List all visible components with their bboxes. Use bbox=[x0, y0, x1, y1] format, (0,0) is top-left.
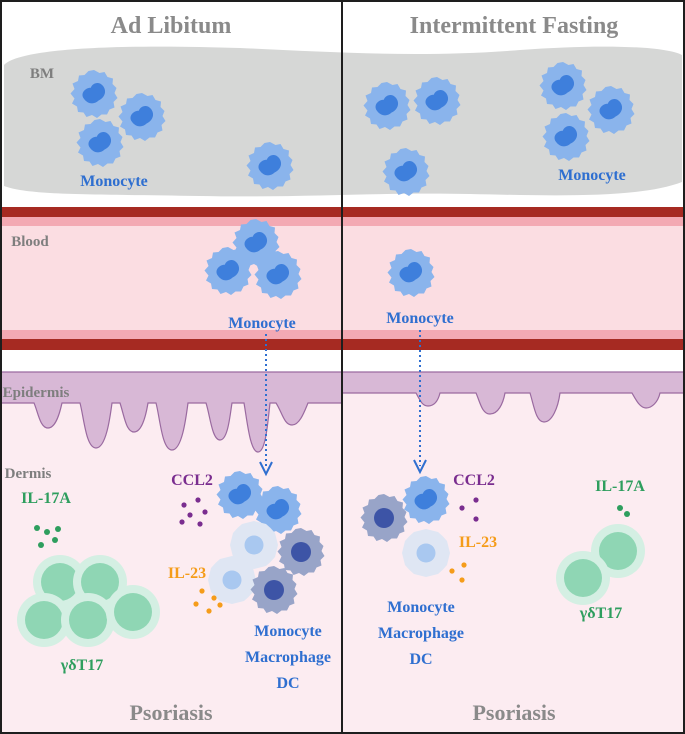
right-cells-label-monocyte: Monocyte bbox=[387, 599, 455, 616]
arrowhead-icon bbox=[413, 459, 427, 475]
left-blood-monocyte-label: Monocyte bbox=[228, 315, 296, 332]
right-footer: Psoriasis bbox=[472, 700, 556, 725]
right-gdt17-label: γδT17 bbox=[579, 605, 622, 622]
left-gdt17-label: γδT17 bbox=[60, 657, 103, 674]
right-cells-label-macrophage: Macrophage bbox=[378, 625, 464, 642]
right-il23-dots bbox=[449, 562, 467, 583]
right-il17a-dots bbox=[617, 505, 630, 517]
left-il17a-label: IL-17A bbox=[21, 490, 71, 507]
right-il23-label: IL-23 bbox=[459, 534, 497, 551]
left-cells-label-monocyte: Monocyte bbox=[254, 623, 322, 640]
gdt17-cell-icon bbox=[556, 551, 610, 605]
right-ccl2-label: CCL2 bbox=[453, 472, 495, 489]
left-cells-label-macrophage: Macrophage bbox=[245, 649, 331, 666]
left-cells-label-dc: DC bbox=[276, 675, 299, 692]
left-il23-label: IL-23 bbox=[168, 565, 206, 582]
right-cells-label-dc: DC bbox=[409, 651, 432, 668]
bm-label: BM bbox=[30, 66, 54, 82]
dermis-label: Dermis bbox=[5, 466, 52, 482]
right-il17a-label: IL-17A bbox=[595, 478, 645, 495]
left-ccl2-label: CCL2 bbox=[171, 472, 213, 489]
left-il17a-dots bbox=[34, 525, 61, 548]
left-il23-dots bbox=[193, 588, 223, 614]
arrowhead-icon bbox=[259, 461, 273, 477]
right-migration-arrow bbox=[413, 330, 427, 475]
left-bm-monocyte-label: Monocyte bbox=[80, 173, 148, 190]
epidermis-layer bbox=[0, 371, 685, 453]
left-ccl2-dots bbox=[179, 497, 208, 527]
right-bm-monocyte-label: Monocyte bbox=[558, 167, 626, 184]
left-migration-arrow bbox=[259, 334, 273, 477]
blood-label: Blood bbox=[11, 234, 49, 250]
epidermis-label: Epidermis bbox=[3, 385, 70, 401]
right-panel-title: Intermittent Fasting bbox=[410, 13, 619, 39]
left-footer: Psoriasis bbox=[129, 700, 213, 725]
gdt17-cell-icon bbox=[106, 585, 160, 639]
right-blood-monocyte-label: Monocyte bbox=[386, 310, 454, 327]
left-panel-title: Ad Libitum bbox=[111, 13, 232, 39]
right-ccl2-dots bbox=[459, 497, 479, 522]
gdt17-cell-icon bbox=[61, 593, 115, 647]
